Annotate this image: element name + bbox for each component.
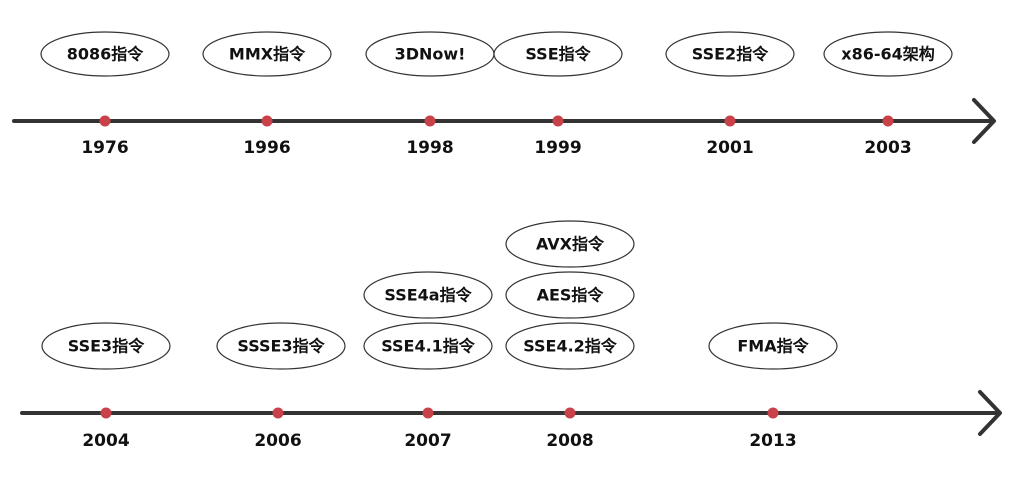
- instruction-label-bubble: SSE3指令: [41, 322, 171, 370]
- instruction-label-text: 8086指令: [67, 45, 145, 64]
- instruction-label-text: SSE2指令: [692, 45, 769, 64]
- instruction-label-bubble: AES指令: [505, 271, 635, 319]
- milestone-dot: [100, 407, 112, 419]
- year-label: 1976: [81, 138, 128, 158]
- label-ellipse: [363, 271, 493, 319]
- milestone-dot: [422, 407, 434, 419]
- instruction-label-text: MMX指令: [229, 45, 306, 64]
- instruction-label-text: AES指令: [537, 286, 605, 305]
- label-ellipse: [41, 322, 171, 370]
- instruction-label-bubble: SSE2指令: [665, 31, 795, 77]
- label-ellipse: [505, 220, 635, 268]
- label-ellipse: [216, 322, 346, 370]
- milestone-dot: [564, 407, 576, 419]
- instruction-label-text: SSE4.1指令: [381, 337, 476, 356]
- milestone-dot: [724, 115, 736, 127]
- instruction-label-bubble: SSSE3指令: [216, 322, 346, 370]
- label-ellipse: [708, 322, 838, 370]
- instruction-label-bubble: SSE4a指令: [363, 271, 493, 319]
- instruction-label-bubble: x86-64架构: [823, 31, 953, 77]
- instruction-label-bubble: 8086指令: [40, 31, 170, 77]
- label-ellipse: [823, 31, 953, 77]
- instruction-label-text: SSE指令: [525, 45, 591, 64]
- instruction-label-text: SSE3指令: [68, 337, 145, 356]
- year-label: 1998: [406, 138, 453, 158]
- timeline-2: SSE3指令 SSSE3指令 SSE4.1指令 SSE4a指令 SSE4.2指令 AES指…: [20, 220, 1002, 451]
- instruction-label-text: AVX指令: [536, 235, 605, 254]
- timeline-2-arrowhead: [978, 390, 1002, 436]
- year-label: 2003: [864, 138, 911, 158]
- timeline-1-arrowhead: [972, 98, 996, 144]
- instruction-label-text: SSE4.2指令: [523, 337, 618, 356]
- label-ellipse: [363, 322, 493, 370]
- year-label: 2007: [404, 431, 451, 451]
- label-ellipse: [202, 31, 332, 77]
- instruction-label-text: SSSE3指令: [237, 337, 325, 356]
- milestone-dot: [424, 115, 436, 127]
- label-ellipse: [40, 31, 170, 77]
- instruction-label-text: x86-64架构: [841, 45, 935, 64]
- instruction-label-bubble: 3DNow!: [365, 31, 495, 77]
- instruction-label-text: SSE4a指令: [384, 286, 472, 305]
- instruction-label-bubble: SSE指令: [493, 31, 623, 77]
- instruction-label-bubble: AVX指令: [505, 220, 635, 268]
- year-label: 2004: [82, 431, 129, 451]
- milestone-dot: [261, 115, 273, 127]
- instruction-label-text: FMA指令: [737, 337, 809, 356]
- instruction-label-bubble: SSE4.1指令: [363, 322, 493, 370]
- instruction-label-bubble: MMX指令: [202, 31, 332, 77]
- label-ellipse: [505, 271, 635, 319]
- year-label: 2001: [706, 138, 753, 158]
- year-label: 2013: [749, 431, 796, 451]
- milestone-dot: [272, 407, 284, 419]
- milestone-dot: [99, 115, 111, 127]
- year-label: 2008: [546, 431, 593, 451]
- instruction-label-bubble: SSE4.2指令: [505, 322, 635, 370]
- instruction-label-bubble: FMA指令: [708, 322, 838, 370]
- instruction-label-text: 3DNow!: [395, 45, 466, 64]
- label-ellipse: [505, 322, 635, 370]
- label-ellipse: [665, 31, 795, 77]
- year-label: 1996: [243, 138, 290, 158]
- timeline-1: 8086指令 MMX指令 3DNow! SSE指令 SSE2指令 x86-64架构 197…: [12, 31, 996, 158]
- milestone-dot: [552, 115, 564, 127]
- year-label: 1999: [534, 138, 581, 158]
- milestone-dot: [767, 407, 779, 419]
- milestone-dot: [882, 115, 894, 127]
- year-label: 2006: [254, 431, 301, 451]
- label-ellipse: [493, 31, 623, 77]
